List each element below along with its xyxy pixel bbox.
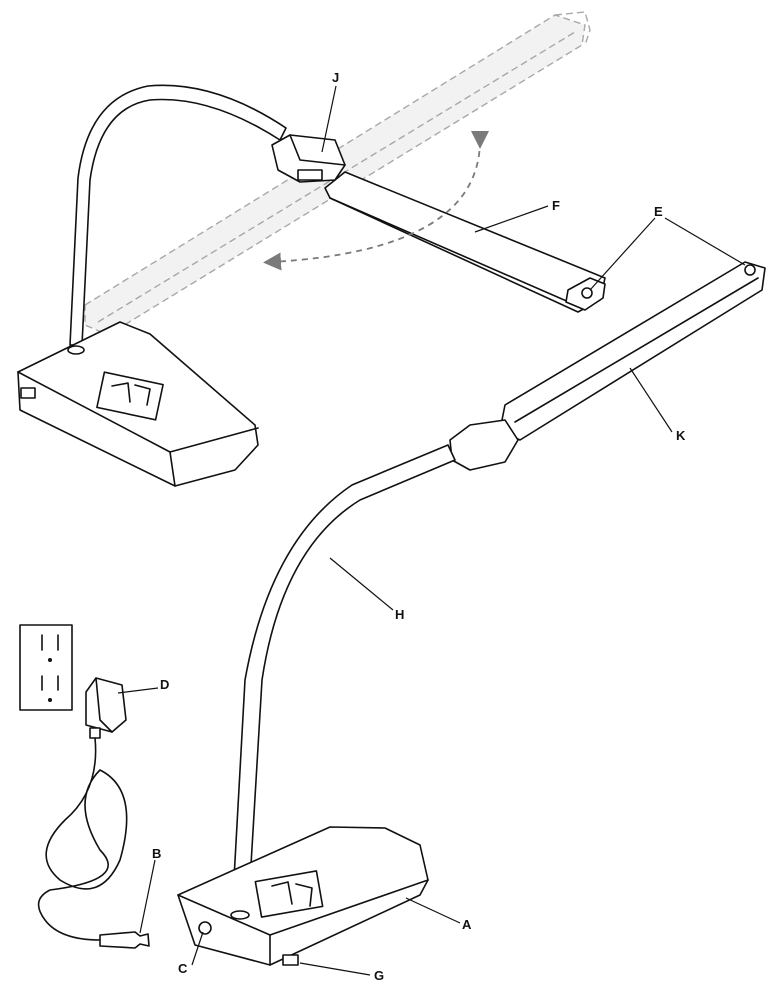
callout-G: G bbox=[374, 968, 384, 983]
gooseneck-arm-upper bbox=[69, 84, 287, 346]
lamp-base-upper bbox=[17, 321, 259, 487]
callout-J: J bbox=[332, 70, 339, 85]
base-switch-lower bbox=[254, 870, 324, 918]
dc-plug-B bbox=[99, 931, 150, 949]
wall-outlet bbox=[19, 624, 73, 711]
rotation-arrow bbox=[263, 130, 490, 271]
callout-B: B bbox=[152, 846, 161, 861]
power-cord bbox=[37, 737, 128, 941]
callout-A: A bbox=[462, 917, 472, 932]
end-cap-E-lower bbox=[744, 264, 756, 276]
callout-D: D bbox=[160, 677, 169, 692]
usb-port-G bbox=[282, 954, 299, 966]
rotating-lamp-illustration bbox=[17, 11, 606, 487]
usb-port-upper bbox=[20, 387, 36, 399]
power-adapter-D bbox=[85, 677, 127, 739]
power-jack-C bbox=[198, 921, 212, 935]
callout-E: E bbox=[654, 204, 663, 219]
callout-C: C bbox=[178, 961, 188, 976]
callout-F: F bbox=[552, 198, 560, 213]
callout-K: K bbox=[676, 428, 686, 443]
light-bar-K bbox=[499, 261, 766, 441]
lamp-base-A bbox=[177, 826, 429, 966]
main-lamp-illustration bbox=[177, 261, 766, 966]
leader-lines bbox=[117, 85, 746, 976]
gooseneck-arm-H bbox=[231, 444, 456, 916]
head-joint bbox=[449, 419, 519, 471]
pivot-joint-J bbox=[271, 134, 346, 183]
callout-H: H bbox=[395, 607, 404, 622]
